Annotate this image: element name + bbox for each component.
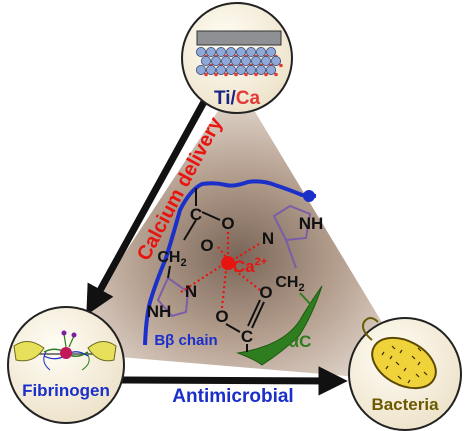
svg-text:CH2: CH2 <box>275 274 304 294</box>
ti-atom <box>245 47 256 58</box>
ti-atom <box>255 47 266 58</box>
bacterium-speckle <box>417 361 421 366</box>
ch2-right: CH <box>275 274 298 291</box>
ca-atom <box>204 72 208 77</box>
ti-atom <box>250 56 261 67</box>
ch2-left: CH <box>157 249 180 266</box>
calcium-complex: C O O CH2 N NH NH N CH2 O O C <box>143 179 324 366</box>
carbon-2: C <box>241 327 253 346</box>
bacterium-speckle <box>395 361 400 366</box>
bacterium-speckle <box>417 347 422 352</box>
coordination-bonds <box>180 232 261 309</box>
ti-atom <box>230 56 241 67</box>
bacteria-node: Bacteria <box>348 317 462 431</box>
calcium-delivery-arrow <box>86 98 209 316</box>
ti-atom <box>245 65 256 76</box>
fibrinogen-label: Fibrinogen <box>22 381 110 400</box>
fibrinogen-molecule-icon <box>13 330 117 371</box>
ti-atom <box>210 56 221 67</box>
bacteria-label: Bacteria <box>371 395 439 414</box>
ch2-left-subscript: 2 <box>180 257 186 269</box>
fibrinogen-node: Fibrinogen <box>7 306 125 424</box>
ch2-right-subscript: 2 <box>298 282 304 294</box>
nh-2: NH <box>299 214 324 233</box>
ti-atom <box>215 65 226 76</box>
oxygen-3: O <box>215 307 228 326</box>
ti-atom <box>265 47 276 58</box>
ti-atom <box>200 56 211 67</box>
nitrogen-1: N <box>185 282 197 301</box>
bacterium-speckle <box>389 355 393 360</box>
ti-atom <box>195 47 206 58</box>
ti-atom <box>235 65 246 76</box>
antimicrobial-arrow <box>119 366 348 396</box>
calcium-ion-label: Ca <box>233 257 255 276</box>
ca-atom <box>274 72 278 77</box>
ti-atom <box>235 47 246 58</box>
nh-1: NH <box>147 302 172 321</box>
ti-atom <box>220 56 231 67</box>
slash-label: / <box>230 88 236 109</box>
ca-atom <box>224 72 228 77</box>
ac-strand <box>236 285 323 366</box>
oxygen-4: O <box>259 283 272 302</box>
bacterium-speckle <box>397 375 402 380</box>
ti-atom <box>205 47 216 58</box>
ti-atom <box>265 65 276 76</box>
ca-atom <box>214 72 218 77</box>
bacterium-speckle <box>391 345 396 350</box>
ti-ca-node: Ti/Ca <box>181 2 293 114</box>
ac-label: αC <box>289 332 312 351</box>
carbon-1: C <box>190 205 202 224</box>
bacterium-speckle <box>423 371 428 376</box>
ti-atom <box>260 56 271 67</box>
ti-atom <box>195 65 206 76</box>
svg-text:CH2: CH2 <box>157 249 186 269</box>
svg-text:Ti/Ca: Ti/Ca <box>214 88 261 109</box>
ca-atom <box>234 72 238 77</box>
left-imidazole-ring <box>156 276 190 318</box>
bacterium-speckle <box>411 355 416 360</box>
bb-chain-label: Bβ chain <box>154 332 217 349</box>
ti-atom <box>215 47 226 58</box>
calcium-charge-label: 2+ <box>255 256 268 268</box>
bacterium-speckle <box>385 365 389 370</box>
atom-lattice-icon <box>195 47 283 77</box>
ti-plate-icon <box>196 30 282 46</box>
ti-atom <box>255 65 266 76</box>
bacterium-speckle <box>381 351 385 356</box>
bacterium-speckle <box>403 367 407 372</box>
bacterium-icon <box>362 317 437 390</box>
oxygen-2: O <box>200 236 213 255</box>
right-imidazole-ring <box>272 204 312 242</box>
antimicrobial-label: Antimicrobial <box>172 386 293 407</box>
bacterium-speckle <box>415 373 420 378</box>
nitrogen-2: N <box>262 229 274 248</box>
ti-label: Ti <box>214 88 231 109</box>
svg-text:Ca2+: Ca2+ <box>233 256 267 276</box>
ti-atom <box>270 56 281 67</box>
ca-atom <box>244 72 248 77</box>
bb-chain-backbone <box>143 179 317 346</box>
ti-atom <box>240 56 251 67</box>
ca-atom <box>254 72 258 77</box>
bacterium-speckle <box>399 349 403 354</box>
ca-label: Ca <box>236 88 261 109</box>
ti-atom <box>225 47 236 58</box>
ti-atom <box>225 65 236 76</box>
ca-atom <box>279 63 283 68</box>
bb-chain-end-icon <box>303 190 315 202</box>
calcium-ion <box>221 256 235 270</box>
bacterium-speckle <box>407 379 411 384</box>
oxygen-1: O <box>221 214 234 233</box>
ca-atom <box>264 72 268 77</box>
ti-atom <box>205 65 216 76</box>
